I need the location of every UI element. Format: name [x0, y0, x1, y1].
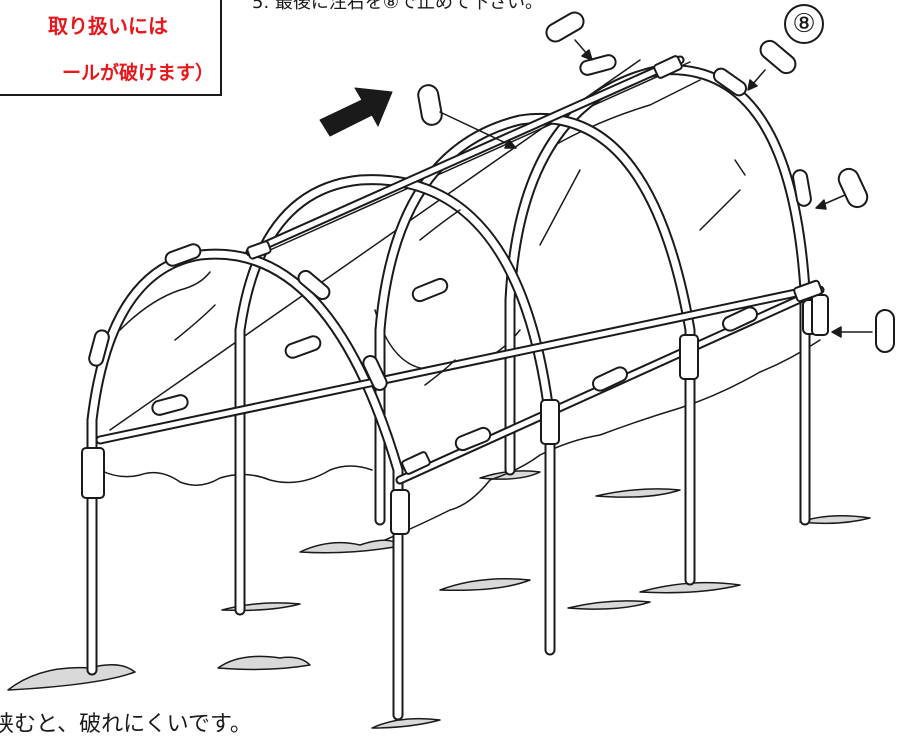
foam-clip: [151, 394, 189, 416]
cover-edge: [119, 271, 211, 331]
cover-sheet: [99, 79, 821, 541]
arrow-head: [831, 326, 842, 338]
arrow-head: [815, 199, 827, 210]
clamp: [81, 447, 105, 499]
side-bar-front-inner: [97, 287, 813, 443]
ground-shadow: [221, 602, 301, 612]
clamp: [679, 334, 699, 380]
foam-clip: [297, 269, 331, 301]
arrow-line: [821, 194, 846, 206]
arrow-head: [747, 79, 758, 91]
foam-clip: [592, 366, 628, 392]
foam-clip: [454, 426, 492, 452]
clamp: [390, 489, 410, 535]
foam-clip: [722, 306, 758, 332]
arrow-head: [504, 139, 517, 149]
ground-shadow: [7, 664, 136, 691]
direction-arrow: [319, 87, 393, 137]
loose-clip: [417, 84, 443, 126]
fold-line: [539, 169, 581, 246]
foam-clip: [164, 243, 202, 267]
loose-clip: [545, 11, 585, 43]
foam-clip: [362, 355, 388, 391]
loose-clip: [875, 309, 895, 353]
ground-shadow: [639, 581, 741, 594]
loose-clips: [417, 11, 895, 353]
fold-line: [734, 159, 746, 176]
ground-shadow: [567, 600, 651, 610]
arrow-line: [439, 111, 511, 146]
arch-front-inner: [88, 250, 402, 719]
fold-line: [424, 359, 456, 386]
cover-edge: [99, 465, 373, 486]
joint: [246, 240, 272, 260]
fold-line: [174, 304, 216, 341]
caution-box: 取り扱いには ールが破けます）: [0, 0, 222, 96]
foam-clip: [712, 67, 748, 97]
foam-clips: [88, 54, 818, 452]
loose-clip: [837, 167, 869, 209]
arrow-head: [581, 49, 593, 61]
insertion-arrows: [439, 39, 873, 338]
foam-clip: [284, 335, 322, 359]
ground-shadow: [799, 515, 871, 525]
fold-line: [699, 189, 741, 231]
clamp: [540, 399, 560, 445]
joint: [401, 451, 431, 475]
sheet-folds: [174, 159, 746, 386]
arch-third-inner: [376, 115, 694, 584]
ground-shadow: [299, 539, 401, 554]
loose-clip: [759, 39, 797, 75]
ground-shadow: [595, 488, 681, 498]
caution-title: 取り扱いには: [48, 14, 168, 38]
tip-text: 挟むと、破れにくいです。: [0, 712, 252, 737]
pole-clamps: [81, 55, 829, 535]
foam-clip: [792, 169, 812, 207]
foam-clip: [411, 277, 449, 303]
joint: [653, 55, 683, 79]
ground-shadows: [7, 470, 871, 729]
arrow-line: [751, 69, 766, 86]
ground-shadow: [217, 655, 311, 671]
ground-shadow: [439, 578, 531, 592]
foam-clip: [579, 54, 617, 76]
fold-line: [419, 209, 461, 241]
ground-shadow: [371, 717, 441, 729]
cover-edge: [554, 79, 701, 146]
top-ridge-line: [269, 61, 691, 251]
foam-clip: [88, 329, 110, 367]
side-bar-top-inner: [247, 57, 683, 255]
cover-edge: [384, 339, 821, 541]
joint: [793, 279, 823, 303]
caution-note: ールが破けます）: [61, 62, 214, 84]
part-number-badge: ⑧: [784, 4, 824, 44]
step-instruction: 5. 最後に注右を⑧で止めて下さい。: [252, 0, 544, 13]
clamp: [811, 294, 829, 336]
